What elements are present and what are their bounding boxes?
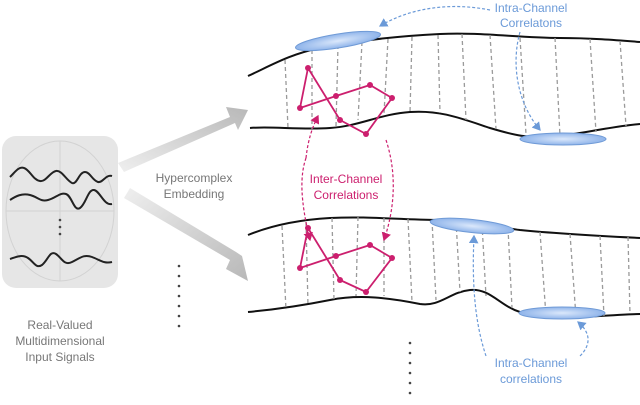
bottom-band-dashed-links <box>281 216 631 318</box>
bottom-inter-polygon <box>297 225 395 295</box>
intra-top-arrow-to-lower <box>515 31 541 131</box>
top-band-dashed-links <box>284 33 627 137</box>
top-intra-ellipse-upper <box>295 30 381 52</box>
input-label-line-1: Real-Valued <box>27 318 92 332</box>
inter-arrow-left <box>301 157 313 242</box>
intra-bottom-label-line-2: correlations <box>500 372 562 386</box>
bottom-intra-ellipse-upper <box>429 217 515 235</box>
top-band-upper-curve <box>247 32 640 77</box>
intra-bottom-arrow-to-upper <box>468 234 487 357</box>
embedding-label-line-2: Embedding <box>164 187 225 201</box>
intra-top-arrow-to-upper <box>378 5 491 27</box>
inter-label-line-2: Correlations <box>314 188 379 202</box>
top-intra-ellipse-lower <box>519 132 607 146</box>
embedding-arrow-down <box>124 188 248 281</box>
bottom-intra-ellipse-lower <box>518 306 606 320</box>
top-embedding-band <box>247 30 640 146</box>
vertical-dots-bottom <box>408 341 412 395</box>
input-signal-1 <box>9 166 113 185</box>
input-label-line-3: Input Signals <box>25 350 94 364</box>
top-inter-polygon <box>297 65 395 137</box>
embedding-label-line-1: Hypercomplex <box>156 171 233 185</box>
embedding-arrow-up <box>118 107 248 172</box>
vertical-dots-middle <box>177 264 181 328</box>
input-signal-2 <box>9 189 113 210</box>
inter-arrow-right <box>381 139 394 242</box>
intra-bottom-arrow-to-lower <box>577 321 589 357</box>
intra-bottom-label-line-1: Intra-Channel <box>495 356 568 370</box>
inter-label-line-1: Inter-Channel <box>310 172 383 186</box>
input-signal-3 <box>9 252 113 268</box>
bottom-embedding-band <box>247 216 640 320</box>
input-label-line-2: Multidimensional <box>15 334 104 348</box>
input-vertical-dots <box>58 218 62 236</box>
intra-top-label-line-1: Intra-Channel <box>495 1 568 15</box>
inter-arrow-left-up <box>305 114 320 159</box>
input-signals-panel <box>2 136 118 288</box>
intra-top-label-line-2: Correlatons <box>500 16 562 30</box>
